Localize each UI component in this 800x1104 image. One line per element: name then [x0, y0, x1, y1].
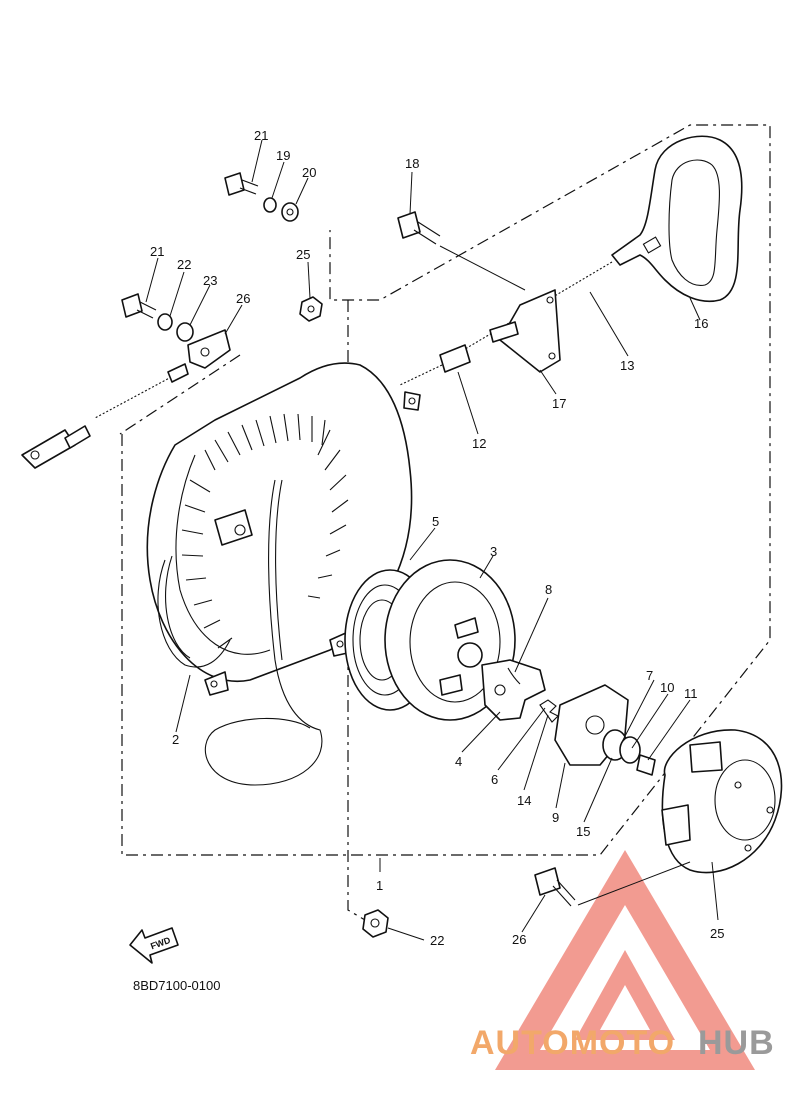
callout-16: 16 [694, 316, 708, 331]
callout-18: 18 [405, 156, 419, 171]
starter-housing [146, 362, 421, 786]
callout-26: 26 [512, 932, 526, 947]
callout-7: 7 [646, 668, 653, 683]
callout-3: 3 [490, 544, 497, 559]
callout-22-label: 22 [430, 933, 444, 948]
cable-12 [399, 344, 471, 386]
drive-plate-group [554, 684, 656, 776]
fan-fins [181, 413, 349, 649]
leader-lines [145, 139, 719, 941]
bolt-26 [534, 867, 576, 907]
hardware-middle [121, 293, 231, 369]
nut-22 [362, 909, 389, 938]
bolt-18 [397, 211, 441, 245]
watermark-text: AUTOMOTO HUB [470, 1024, 775, 1062]
callout-8: 8 [545, 582, 552, 597]
callout-14: 14 [517, 793, 531, 808]
rope-guide-bracket [489, 289, 561, 373]
callouts: 21 19 20 18 21 22 23 25 26 16 13 17 12 5… [150, 128, 708, 893]
callout-24: 26 [236, 291, 250, 306]
watermark-text-automoto: AUTOMOTO [470, 1024, 675, 1062]
watermark-text-hub: HUB [698, 1024, 775, 1062]
hardware-upper [224, 172, 299, 222]
callout-19-upper: 21 [254, 128, 268, 143]
pawl-group [481, 659, 559, 723]
callout-20-middle: 22 [177, 257, 191, 272]
cable-end [21, 363, 189, 469]
callout-15: 15 [576, 824, 590, 839]
callout-5: 5 [432, 514, 439, 529]
fwd-arrow-icon [129, 927, 179, 964]
callout-20-upper: 19 [276, 148, 290, 163]
callout-21-upper: 20 [302, 165, 316, 180]
callout-19-middle: 21 [150, 244, 164, 259]
callout-9: 9 [552, 810, 559, 825]
watermark-logo [495, 850, 755, 1070]
callout-13: 13 [620, 358, 634, 373]
callouts-lower: 22 26 [430, 932, 526, 948]
starter-pulley [661, 729, 783, 874]
callout-21-middle: 23 [203, 273, 217, 288]
nut-23 [299, 296, 323, 322]
callout-23: 25 [296, 247, 310, 262]
callout-10: 10 [660, 680, 674, 695]
callout-2: 2 [172, 732, 179, 747]
callout-1: 1 [376, 878, 383, 893]
callout-4: 4 [455, 754, 462, 769]
callout-25-number: 25 [710, 926, 724, 941]
callout-12: 12 [472, 436, 486, 451]
callout-17: 17 [552, 396, 566, 411]
callout-11: 11 [684, 686, 698, 701]
callout-6: 6 [491, 772, 498, 787]
diagram-code: 8BD7100-0100 [133, 978, 220, 993]
